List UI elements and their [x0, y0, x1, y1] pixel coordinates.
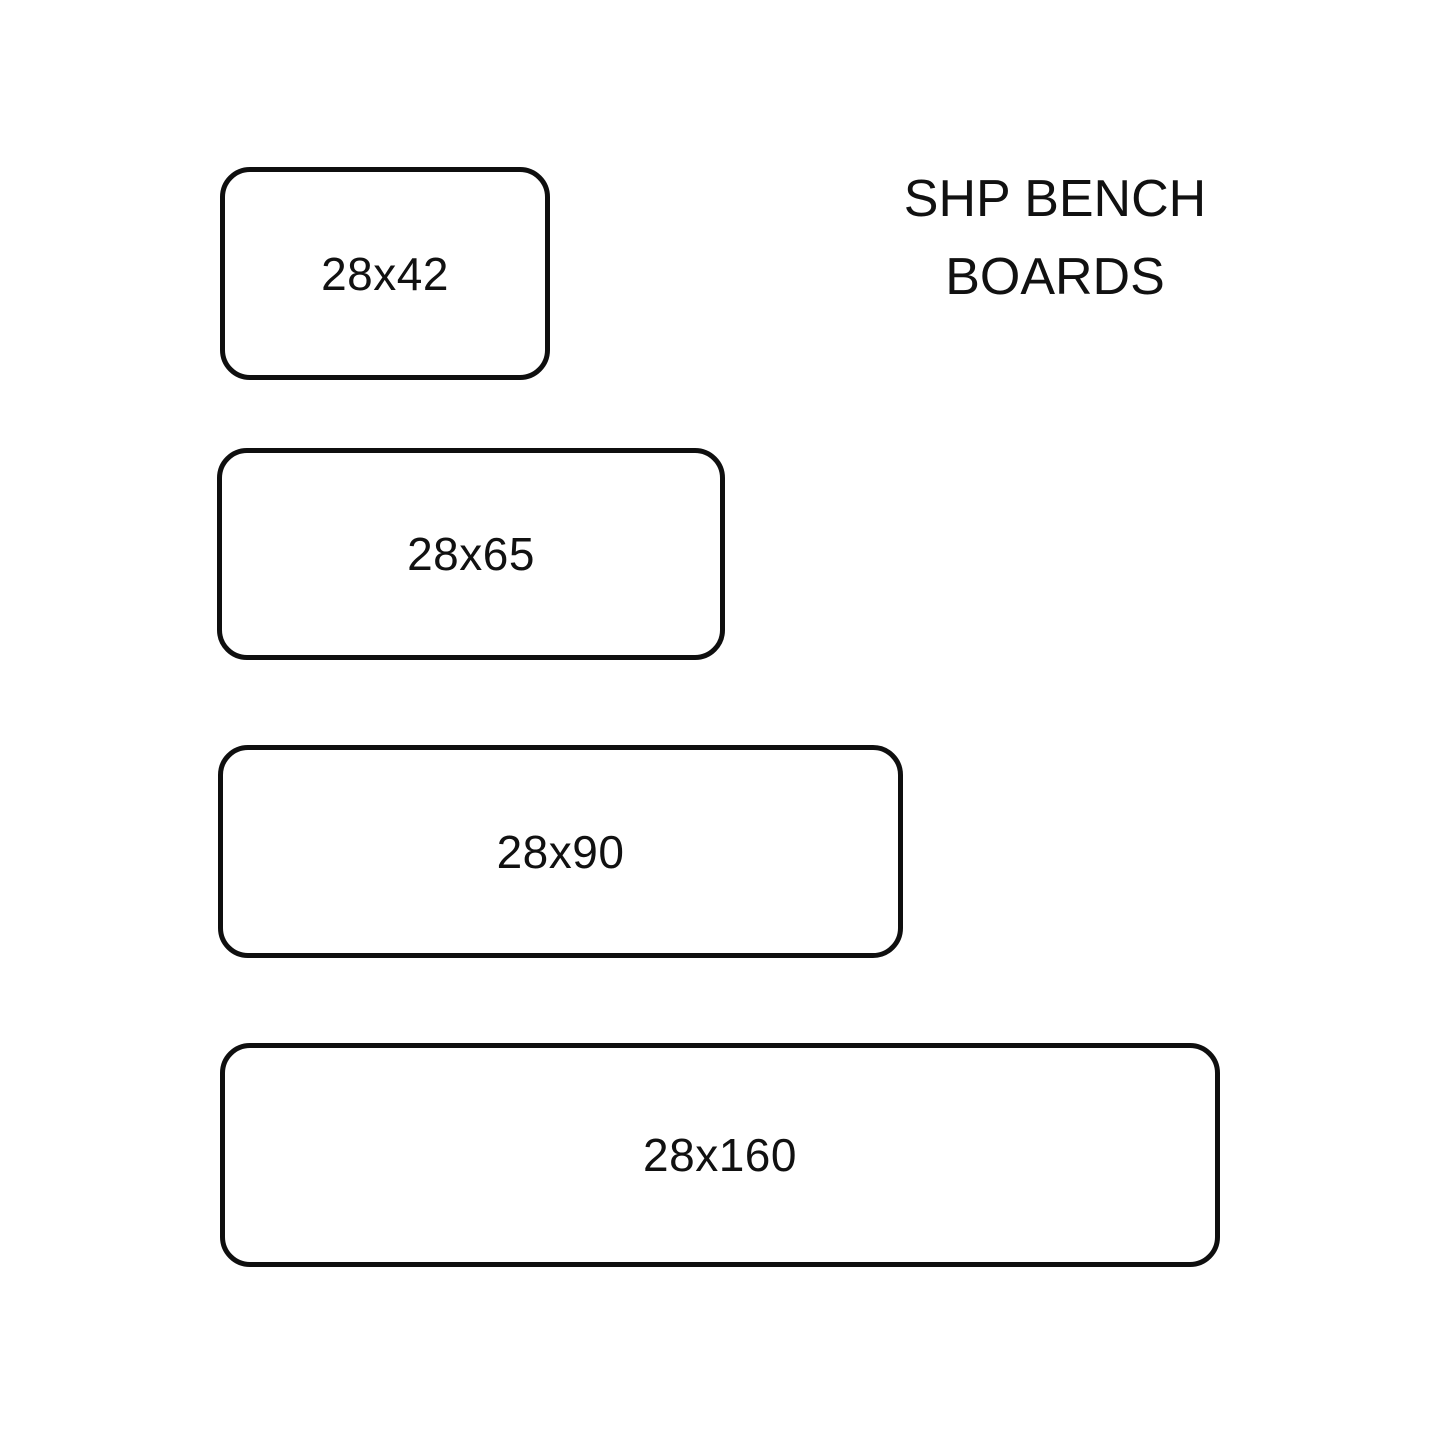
board-outline-28x160: 28x160	[220, 1043, 1220, 1267]
diagram-title-line-1: SHP BENCH	[903, 170, 1207, 228]
board-label: 28x90	[496, 825, 625, 878]
board-label: 28x160	[643, 1129, 797, 1181]
board-outline-28x42: 28x42	[220, 167, 550, 380]
board-outline-28x65: 28x65	[217, 448, 725, 660]
diagram-title: SHP BENCH BOARDS	[870, 160, 1240, 316]
board-outline-28x90: 28x90	[218, 745, 903, 958]
diagram-title-line-2: BOARDS	[945, 248, 1165, 306]
board-label: 28x42	[321, 247, 449, 300]
board-label: 28x65	[407, 528, 535, 580]
